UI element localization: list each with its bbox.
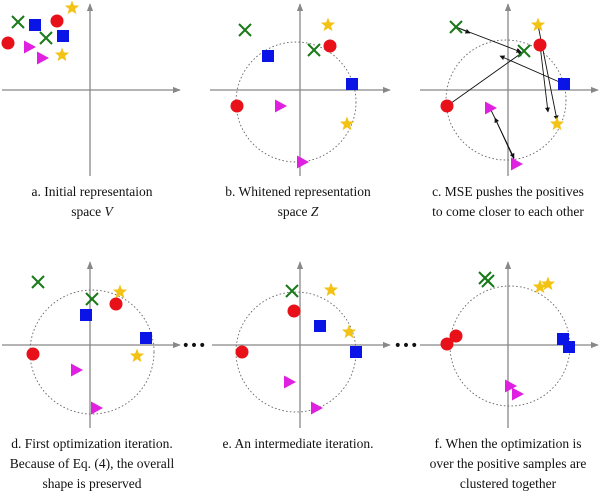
panel-e-red-dot-icon-3 bbox=[287, 304, 301, 318]
panel-c-green-cross-icon-3 bbox=[517, 44, 531, 58]
panel-d-magenta-triangle-icon-10 bbox=[91, 401, 103, 415]
panel-f bbox=[420, 261, 599, 428]
caption-c-line-1: c. MSE pushes the positives bbox=[432, 184, 584, 199]
panel-c-magenta-triangle-icon-9 bbox=[511, 157, 523, 171]
caption-d-line-3: shape is preserved bbox=[42, 476, 142, 491]
panel-b-red-dot-icon-4 bbox=[323, 39, 337, 53]
panel-c-arrow-6 bbox=[539, 44, 550, 113]
panel-a-yellow-star-icon-4 bbox=[64, 0, 80, 15]
panel-e bbox=[212, 261, 391, 428]
panel-c-magenta-triangle-icon-7 bbox=[485, 101, 497, 115]
panel-d-yellow-star-icon-8 bbox=[129, 348, 145, 363]
panel-c-arrow-8 bbox=[494, 117, 517, 165]
panel-a-blue-square-icon-6 bbox=[57, 30, 69, 42]
panel-a-magenta-triangle-icon-9 bbox=[37, 51, 49, 65]
panel-c-blue-square-icon-5 bbox=[558, 78, 570, 90]
caption-d-line-1: d. First optimization iteration. bbox=[11, 436, 173, 451]
panel-f-yellow-star-icon-4 bbox=[540, 276, 556, 291]
panel-d-red-dot-icon-4 bbox=[109, 297, 123, 311]
panel-c-green-cross-icon-1 bbox=[449, 20, 463, 34]
caption-f-line-3: clustered together bbox=[459, 476, 557, 491]
caption-f-line-2: over the positive samples are bbox=[429, 456, 587, 471]
caption-a-symbol: V bbox=[104, 204, 113, 219]
panel-b-yellow-star-icon-9 bbox=[339, 116, 355, 131]
panel-d-magenta-triangle-icon-9 bbox=[71, 363, 83, 377]
panel-d-unit-circle bbox=[29, 289, 155, 415]
caption-b-line-1: b. Whitened representation bbox=[225, 184, 371, 199]
caption-b: b. Whitened representation space Z bbox=[198, 182, 398, 222]
ellipsis-1: ••• bbox=[182, 338, 207, 354]
panel-c-unit-circle bbox=[445, 39, 567, 161]
panel-e-blue-square-icon-6 bbox=[350, 346, 362, 358]
panel-d-blue-square-icon-5 bbox=[80, 309, 92, 321]
panel-b-green-cross-icon-1 bbox=[238, 23, 252, 37]
caption-d-line-2: Because of Eq. (4), the overall bbox=[9, 456, 175, 471]
panel-e-yellow-star-icon-2 bbox=[323, 282, 339, 297]
panel-a-green-cross-icon-5 bbox=[39, 31, 53, 45]
panel-c-red-dot-icon-4 bbox=[533, 38, 547, 52]
panel-d-green-cross-icon-3 bbox=[85, 292, 99, 306]
panel-f-blue-square-icon-8 bbox=[563, 341, 575, 353]
caption-a: a. Initial representaion space V bbox=[0, 182, 192, 222]
caption-d: d. First optimization iteration. Because… bbox=[0, 434, 192, 494]
panel-b-green-cross-icon-3 bbox=[307, 43, 321, 57]
panel-b-magenta-triangle-icon-8 bbox=[275, 99, 287, 113]
panel-f-red-dot-icon-6 bbox=[440, 337, 454, 351]
ellipsis-2: ••• bbox=[394, 338, 419, 354]
panel-c-red-dot-icon-6 bbox=[440, 99, 454, 113]
caption-a-line-1: a. Initial representaion bbox=[31, 184, 153, 199]
caption-e-line-1: e. An intermediate iteration. bbox=[222, 436, 374, 451]
panel-c-arrow-3 bbox=[446, 51, 524, 107]
panel-b-unit-circle bbox=[235, 41, 357, 163]
caption-b-symbol: Z bbox=[310, 204, 319, 219]
panel-d-yellow-star-icon-2 bbox=[112, 284, 128, 299]
panel-a bbox=[1, 0, 181, 176]
caption-a-line-2: space V bbox=[71, 204, 113, 219]
panel-d-blue-square-icon-6 bbox=[140, 332, 152, 344]
panel-a-red-dot-icon-7 bbox=[1, 36, 15, 50]
panel-e-yellow-star-icon-5 bbox=[341, 324, 357, 339]
panel-c-yellow-star-icon-8 bbox=[549, 116, 565, 131]
panel-c bbox=[420, 3, 599, 176]
panel-a-blue-square-icon-2 bbox=[29, 19, 41, 31]
caption-f: f. When the optimization is over the pos… bbox=[408, 434, 608, 494]
panel-d-red-dot-icon-7 bbox=[26, 347, 40, 361]
panel-b-blue-square-icon-6 bbox=[346, 78, 358, 90]
panel-b-red-dot-icon-7 bbox=[230, 99, 244, 113]
panel-e-magenta-triangle-icon-9 bbox=[311, 401, 323, 415]
panel-f-magenta-triangle-icon-9 bbox=[505, 379, 517, 393]
caption-c-line-2: to come closer to each other bbox=[432, 204, 584, 219]
panel-d bbox=[2, 261, 181, 428]
panel-c-yellow-star-icon-2 bbox=[530, 17, 546, 32]
panel-f-yellow-star-icon-3 bbox=[532, 279, 548, 294]
panel-b-blue-square-icon-5 bbox=[262, 50, 274, 62]
panel-d-green-cross-icon-1 bbox=[31, 275, 45, 289]
panel-b-yellow-star-icon-2 bbox=[320, 17, 336, 32]
panel-a-yellow-star-icon-10 bbox=[54, 47, 70, 62]
panel-b-magenta-triangle-icon-10 bbox=[297, 155, 309, 169]
panel-a-red-dot-icon-3 bbox=[50, 14, 64, 28]
panel-e-blue-square-icon-4 bbox=[314, 320, 326, 332]
panel-e-green-cross-icon-1 bbox=[285, 284, 299, 298]
panel-b bbox=[210, 3, 391, 176]
panel-f-magenta-triangle-icon-10 bbox=[512, 387, 524, 401]
panel-f-red-dot-icon-5 bbox=[449, 329, 463, 343]
caption-f-line-1: f. When the optimization is bbox=[434, 436, 582, 451]
panel-f-green-cross-icon-2 bbox=[481, 274, 495, 288]
caption-e: e. An intermediate iteration. bbox=[198, 434, 398, 454]
panel-e-red-dot-icon-7 bbox=[235, 345, 249, 359]
panel-a-green-cross-icon-1 bbox=[11, 15, 25, 29]
panel-c-arrow-4 bbox=[499, 55, 565, 85]
panel-e-magenta-triangle-icon-8 bbox=[284, 375, 296, 389]
caption-c: c. MSE pushes the positives to come clos… bbox=[408, 182, 608, 222]
panel-a-magenta-triangle-icon-8 bbox=[24, 40, 36, 54]
caption-b-line-2: space Z bbox=[277, 204, 319, 219]
